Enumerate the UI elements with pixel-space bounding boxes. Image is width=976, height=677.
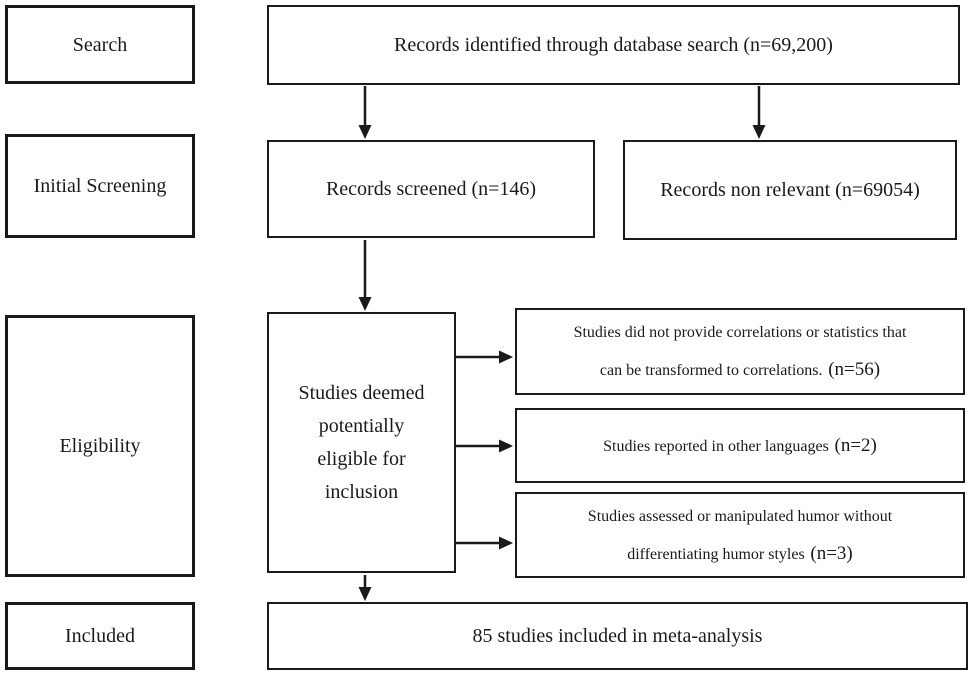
exclusion-no-correlations-line-1: Studies did not provide correlations or … — [574, 314, 907, 351]
stage-box-search: Search — [5, 5, 195, 84]
exclusion-box-humor-styles: Studies assessed or manipulated humor wi… — [515, 492, 965, 578]
arrow-identified-to-screened — [358, 86, 372, 139]
exclusion-no-correlations-line-2: can be transformed to correlations. (n=56… — [600, 351, 880, 389]
records-screened-box: Records screened (n=146) — [267, 140, 595, 238]
studies-eligible-line-2: potentially — [318, 414, 405, 437]
stage-label-included: Included — [65, 625, 135, 647]
exclusion-no-correlations-text-1: Studies did not provide correlations or … — [573, 324, 907, 341]
arrow-eligible-to-excluded-no-correlations — [456, 350, 513, 364]
stage-box-initial-screening: Initial Screening — [5, 134, 195, 238]
records-screened-text: Records screened (n=146) — [325, 178, 537, 200]
records-identified-box: Records identified through database sear… — [267, 5, 960, 85]
exclusion-other-languages-count: (n=2) — [834, 434, 877, 456]
exclusion-humor-styles-line-1: Studies assessed or manipulated humor wi… — [588, 498, 892, 535]
exclusion-other-languages-line: Studies reported in other languages (n=2) — [603, 427, 877, 465]
arrow-eligible-to-excluded-humor-styles — [456, 536, 513, 550]
studies-eligible-line-3: eligible for — [317, 447, 406, 470]
records-non-relevant-box: Records non relevant (n=69054) — [623, 140, 957, 240]
stage-label-eligibility: Eligibility — [59, 435, 141, 457]
studies-eligible-box: Studies deemed potentially eligible for … — [267, 312, 456, 573]
arrow-eligible-to-included — [358, 575, 372, 601]
stage-label-search: Search — [72, 33, 128, 56]
exclusion-box-no-correlations: Studies did not provide correlations or … — [515, 308, 965, 395]
exclusion-no-correlations-text-2: can be transformed to correlations. — [599, 362, 823, 379]
arrow-identified-to-non-relevant — [752, 86, 766, 139]
included-meta-analysis-text: 85 studies included in meta-analysis — [472, 625, 763, 647]
included-meta-analysis-box: 85 studies included in meta-analysis — [267, 602, 968, 670]
exclusion-humor-styles-text-1: Studies assessed or manipulated humor wi… — [587, 507, 893, 525]
exclusion-humor-styles-line-2: differentiating humor styles (n=3) — [627, 535, 853, 573]
records-identified-text: Records identified through database sear… — [394, 34, 833, 56]
exclusion-no-correlations-count: (n=56) — [828, 359, 881, 380]
stage-label-initial-screening: Initial Screening — [33, 175, 167, 197]
exclusion-humor-styles-count: (n=3) — [810, 542, 853, 564]
stage-box-eligibility: Eligibility — [5, 315, 195, 577]
stage-box-included: Included — [5, 602, 195, 670]
exclusion-humor-styles-text-2: differentiating humor styles — [627, 545, 805, 563]
arrow-screened-to-eligible — [358, 240, 372, 311]
arrow-eligible-to-excluded-other-languages — [456, 439, 513, 453]
studies-eligible-line-1: Studies deemed — [298, 381, 425, 404]
records-non-relevant-text: Records non relevant (n=69054) — [660, 179, 920, 201]
exclusion-other-languages-text: Studies reported in other languages — [603, 437, 829, 455]
studies-eligible-line-4: inclusion — [324, 480, 399, 503]
exclusion-box-other-languages: Studies reported in other languages (n=2) — [515, 408, 965, 483]
